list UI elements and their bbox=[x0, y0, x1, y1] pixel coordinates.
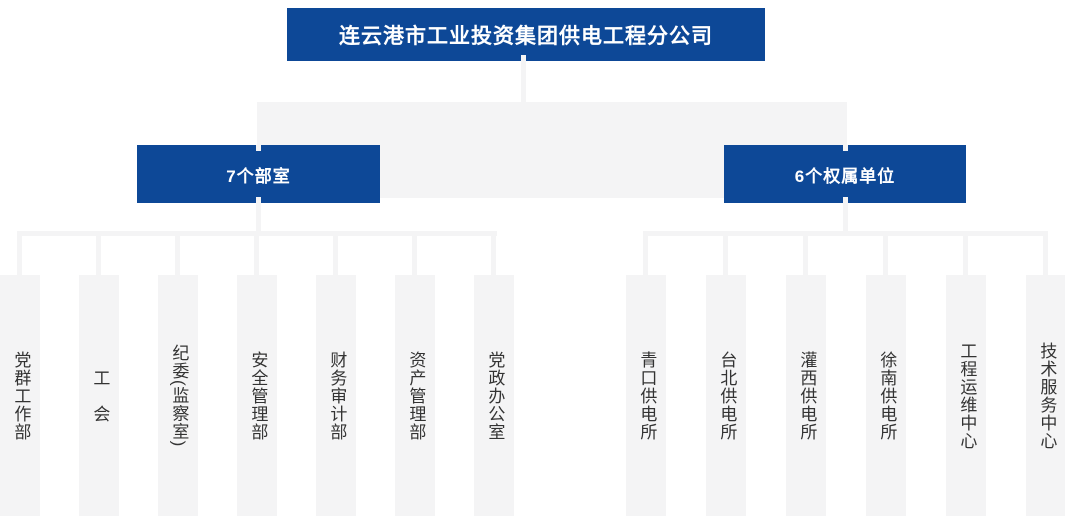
org-unit-column: 资产管理部 bbox=[395, 236, 435, 516]
org-unit-label: 技术服务中心 bbox=[1037, 341, 1057, 450]
org-unit-label: 党政办公室 bbox=[485, 350, 505, 441]
org-unit-label: 安全管理部 bbox=[248, 350, 268, 441]
org-unit-column: 青口供电所 bbox=[626, 236, 666, 516]
org-unit-label: 财务审计部 bbox=[327, 350, 347, 441]
org-unit-cell: 工程运维中心 bbox=[946, 275, 986, 516]
org-unit-cell: 台北供电所 bbox=[706, 275, 746, 516]
org-branch-box-subsidiaries: 6个权属单位 bbox=[724, 145, 966, 203]
org-unit-cell: 工 会 bbox=[79, 275, 119, 516]
org-unit-label: 徐南供电所 bbox=[877, 350, 897, 441]
org-unit-cell: 资产管理部 bbox=[395, 275, 435, 516]
connector-column-drop-line bbox=[175, 236, 180, 275]
org-unit-cell: 徐南供电所 bbox=[866, 275, 906, 516]
connector-column-drop-line bbox=[333, 236, 338, 275]
org-unit-cell: 财务审计部 bbox=[316, 275, 356, 516]
department-column-group: 党群工作部 工 会 纪委(监察室) 安全管理部 bbox=[0, 236, 514, 516]
connector-column-drop-line bbox=[412, 236, 417, 275]
org-unit-label: 资产管理部 bbox=[406, 350, 426, 441]
org-unit-column: 台北供电所 bbox=[706, 236, 746, 516]
connector-drop-line bbox=[843, 197, 848, 236]
org-branch-box-departments: 7个部室 bbox=[137, 145, 380, 203]
org-unit-label: 纪委(监察室) bbox=[169, 343, 189, 448]
connector-column-drop-line bbox=[643, 236, 648, 275]
org-unit-column: 灌西供电所 bbox=[786, 236, 826, 516]
connector-column-drop-line bbox=[723, 236, 728, 275]
connector-column-drop-line bbox=[96, 236, 101, 275]
org-unit-column: 技术服务中心 bbox=[1026, 236, 1065, 516]
org-unit-cell: 党政办公室 bbox=[474, 275, 514, 516]
org-unit-column: 安全管理部 bbox=[237, 236, 277, 516]
org-branch-label-departments: 7个部室 bbox=[226, 166, 291, 186]
connector-tick bbox=[843, 145, 848, 151]
org-unit-column: 纪委(监察室) bbox=[158, 236, 198, 516]
org-unit-label: 工程运维中心 bbox=[957, 341, 977, 450]
connector-column-drop-line bbox=[17, 236, 22, 275]
connector-column-drop-line bbox=[883, 236, 888, 275]
org-unit-column: 党政办公室 bbox=[474, 236, 514, 516]
org-unit-label: 党群工作部 bbox=[11, 350, 31, 441]
org-unit-column: 财务审计部 bbox=[316, 236, 356, 516]
org-root-label: 连云港市工业投资集团供电工程分公司 bbox=[339, 24, 713, 48]
org-unit-label: 工 会 bbox=[90, 368, 110, 423]
org-unit-cell: 灌西供电所 bbox=[786, 275, 826, 516]
connector-root-drop-line bbox=[521, 55, 526, 102]
connector-column-drop-line bbox=[254, 236, 259, 275]
connector-column-drop-line bbox=[1043, 236, 1048, 275]
connector-tick bbox=[256, 145, 261, 151]
org-unit-cell: 纪委(监察室) bbox=[158, 275, 198, 516]
org-unit-column: 党群工作部 bbox=[0, 236, 40, 516]
org-unit-cell: 安全管理部 bbox=[237, 275, 277, 516]
connector-drop-line bbox=[256, 197, 261, 236]
org-unit-column: 工 会 bbox=[79, 236, 119, 516]
org-unit-cell: 技术服务中心 bbox=[1026, 275, 1065, 516]
connector-column-drop-line bbox=[491, 236, 496, 275]
org-unit-column: 工程运维中心 bbox=[946, 236, 986, 516]
org-branch-label-subsidiaries: 6个权属单位 bbox=[794, 166, 896, 186]
org-unit-cell: 党群工作部 bbox=[0, 275, 40, 516]
connector-column-drop-line bbox=[963, 236, 968, 275]
org-unit-cell: 青口供电所 bbox=[626, 275, 666, 516]
org-unit-label: 灌西供电所 bbox=[797, 350, 817, 441]
org-unit-column: 徐南供电所 bbox=[866, 236, 906, 516]
org-root-box: 连云港市工业投资集团供电工程分公司 bbox=[287, 8, 765, 61]
connector-column-drop-line bbox=[803, 236, 808, 275]
subsidiary-column-group: 青口供电所 台北供电所 灌西供电所 徐南供电所 bbox=[626, 236, 1065, 516]
org-unit-label: 台北供电所 bbox=[717, 350, 737, 441]
org-unit-label: 青口供电所 bbox=[637, 350, 657, 441]
